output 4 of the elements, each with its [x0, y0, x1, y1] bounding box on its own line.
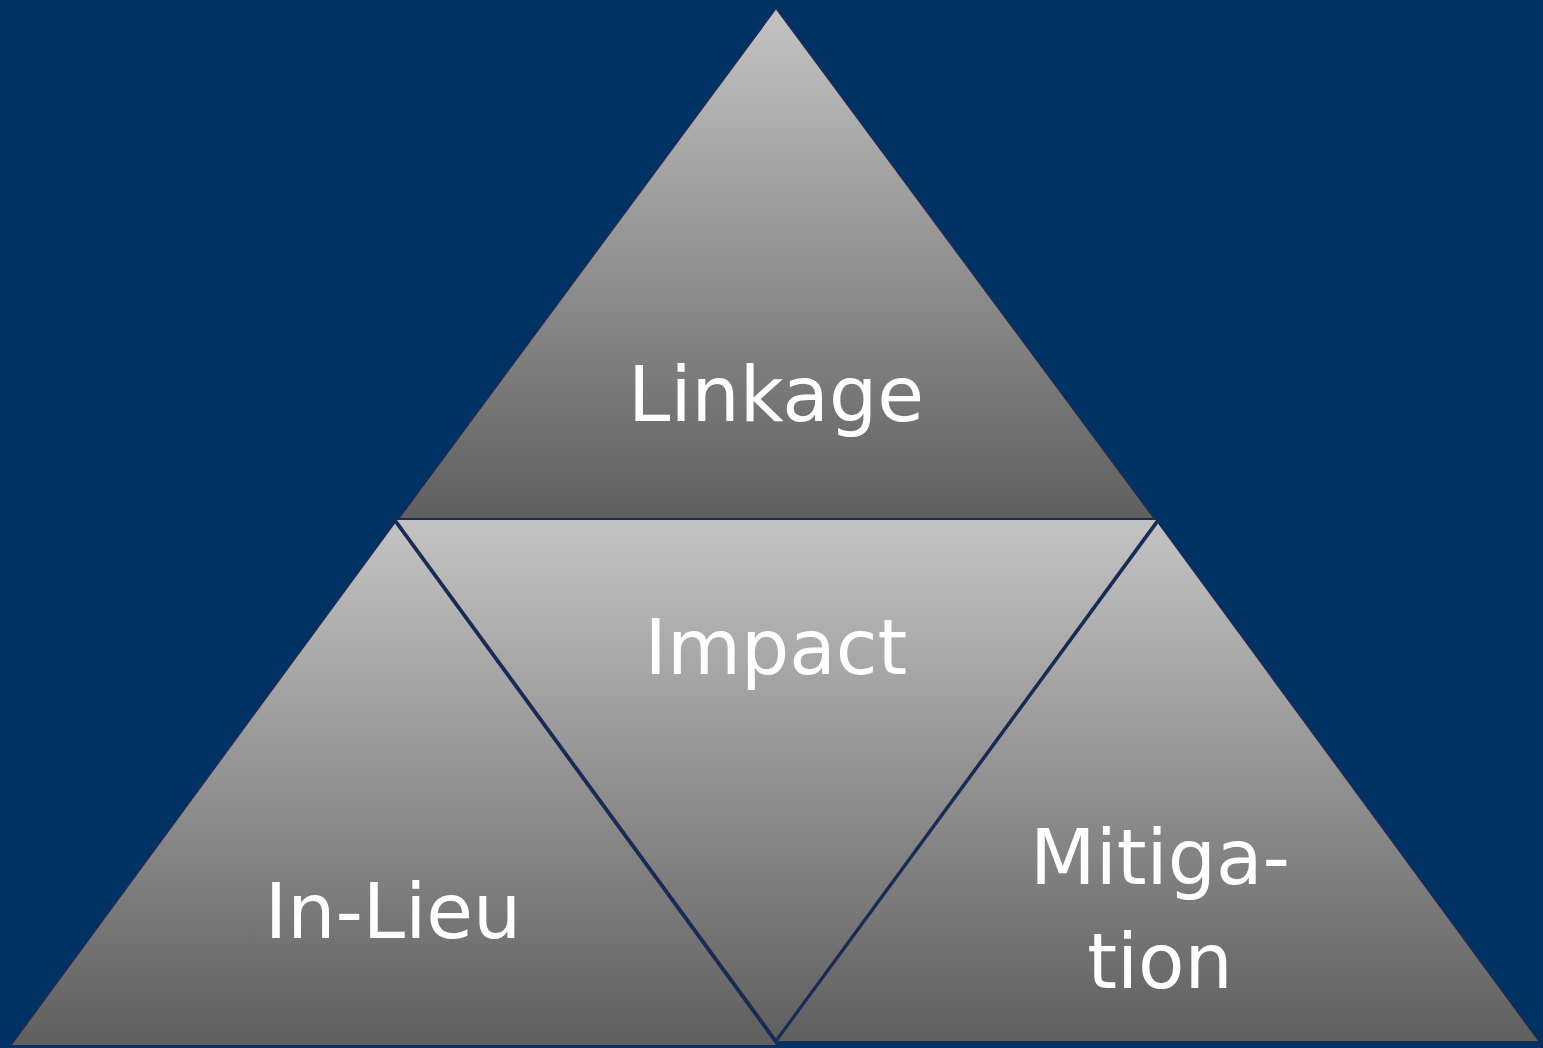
segment-label: Mitiga- tion — [1029, 812, 1291, 1008]
segment-label: Linkage — [627, 349, 925, 441]
segment-label: In-Lieu — [263, 866, 523, 958]
segment-label: Impact — [643, 602, 909, 694]
